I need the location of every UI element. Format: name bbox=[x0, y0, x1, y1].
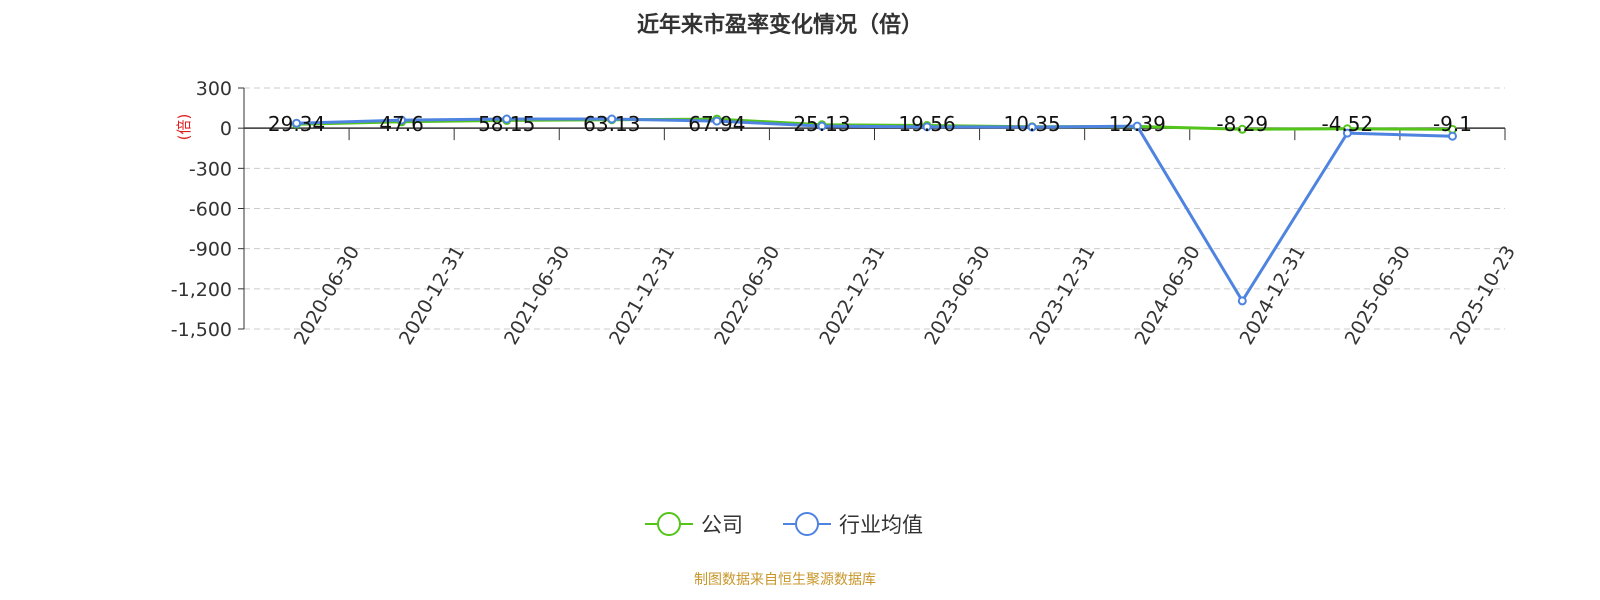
x-tick-label: 2022-06-30 bbox=[710, 242, 784, 349]
x-tick-label: 2024-06-30 bbox=[1130, 242, 1204, 349]
data-point[interactable] bbox=[1027, 122, 1037, 132]
x-tick-label: 2023-12-31 bbox=[1025, 242, 1099, 349]
y-axis-label: (倍) bbox=[175, 114, 193, 141]
x-tick-label: 2025-06-30 bbox=[1341, 242, 1415, 349]
data-point[interactable] bbox=[502, 114, 512, 124]
data-point[interactable] bbox=[922, 122, 932, 132]
series-line-1 bbox=[296, 117, 1453, 304]
data-label: 29.34 bbox=[268, 112, 325, 136]
x-tick-label: 2022-12-31 bbox=[815, 242, 889, 349]
data-point[interactable] bbox=[817, 121, 827, 131]
data-label: -4.52 bbox=[1322, 112, 1374, 136]
legend-item-1[interactable]: 行业均值 bbox=[783, 512, 923, 537]
data-point[interactable] bbox=[1237, 296, 1247, 306]
data-label: 10.35 bbox=[1003, 112, 1060, 136]
data-point[interactable] bbox=[1447, 131, 1457, 141]
legend-item-0[interactable]: 公司 bbox=[645, 512, 743, 537]
x-tick-label: 2020-06-30 bbox=[290, 242, 364, 349]
y-tick-label: -1,200 bbox=[171, 279, 232, 301]
data-label: -9.1 bbox=[1433, 112, 1472, 136]
y-tick-label: 300 bbox=[196, 78, 232, 100]
data-point[interactable] bbox=[712, 116, 722, 126]
data-label: 19.56 bbox=[898, 112, 955, 136]
x-tick-label: 2021-12-31 bbox=[605, 242, 679, 349]
data-point[interactable] bbox=[397, 115, 407, 125]
x-tick-label: 2021-06-30 bbox=[500, 242, 574, 349]
source-note: 制图数据来自恒生聚源数据库 bbox=[694, 572, 876, 588]
data-point[interactable] bbox=[1342, 128, 1352, 138]
legend-circle-icon bbox=[657, 512, 681, 536]
legend-label: 行业均值 bbox=[839, 513, 923, 537]
y-tick-label: -900 bbox=[189, 239, 232, 261]
data-point[interactable] bbox=[1237, 124, 1247, 134]
data-label: -8.29 bbox=[1216, 112, 1268, 136]
data-point[interactable] bbox=[292, 118, 302, 128]
data-point[interactable] bbox=[1132, 121, 1142, 131]
data-label: 25.13 bbox=[793, 112, 850, 136]
y-tick-label: -1,500 bbox=[171, 319, 232, 341]
x-tick-label: 2023-06-30 bbox=[920, 242, 994, 349]
data-point[interactable] bbox=[607, 114, 617, 124]
y-tick-label: -600 bbox=[189, 199, 232, 221]
y-tick-label: -300 bbox=[189, 158, 232, 180]
data-label: 47.6 bbox=[379, 112, 424, 136]
y-tick-label: 0 bbox=[220, 118, 232, 140]
x-tick-label: 2020-12-31 bbox=[395, 242, 469, 349]
data-label: 12.39 bbox=[1109, 112, 1166, 136]
data-label: 58.15 bbox=[478, 112, 535, 136]
data-label: 63.13 bbox=[583, 112, 640, 136]
x-tick-label: 2025-10-23 bbox=[1446, 242, 1520, 349]
data-label: 67.94 bbox=[688, 112, 745, 136]
legend-circle-icon bbox=[795, 512, 819, 536]
legend-label: 公司 bbox=[701, 513, 743, 537]
chart-title: 近年来市盈率变化情况（倍） bbox=[637, 12, 923, 38]
